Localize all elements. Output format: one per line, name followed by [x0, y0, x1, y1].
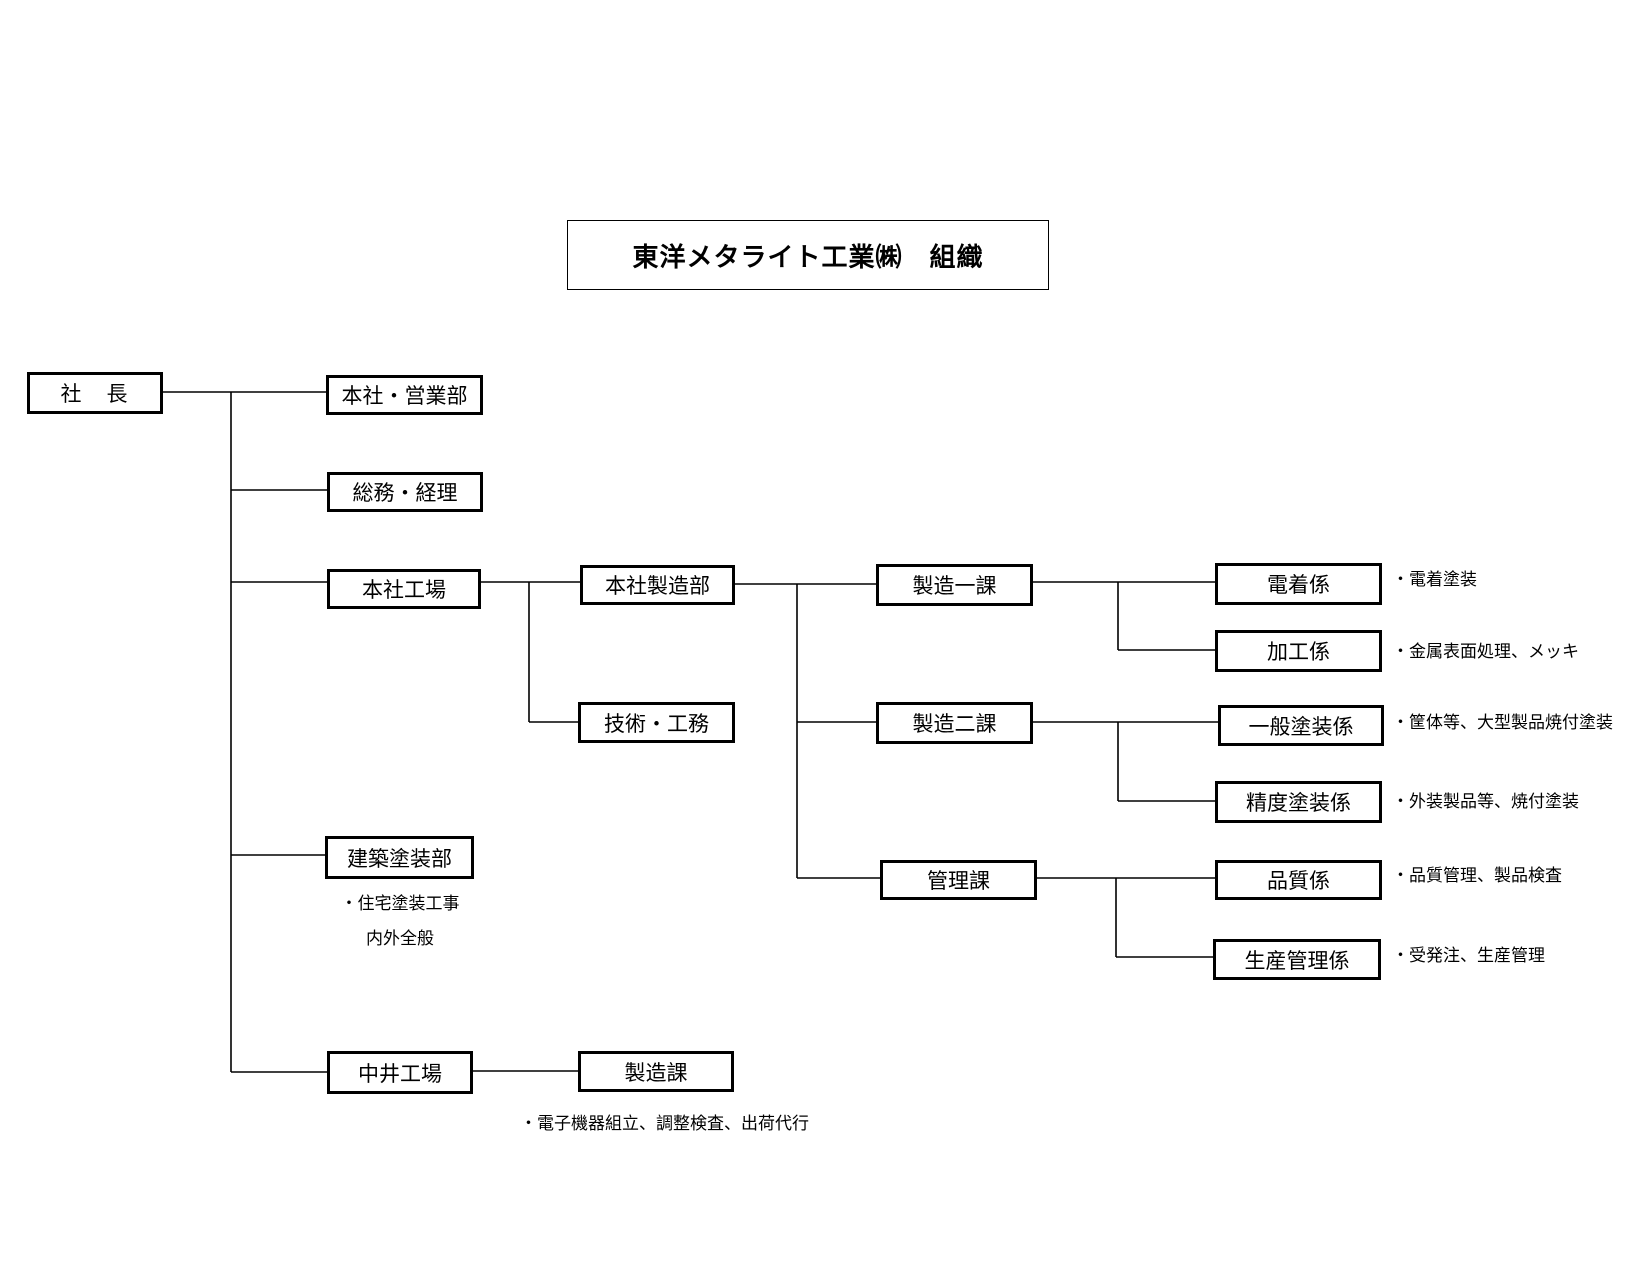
note-kenchiku-line1: ・住宅塗装工事: [340, 894, 460, 914]
node-honsha-eigyobu: 本社・営業部: [326, 375, 483, 415]
node-somu-keiri: 総務・経理: [327, 472, 483, 512]
note-denchaku: ・電着塗装: [1392, 570, 1477, 590]
note-hinshitsu: ・品質管理、製品検査: [1392, 866, 1562, 886]
node-seizoka: 製造課: [578, 1051, 734, 1092]
node-kako-kakari: 加工係: [1215, 630, 1382, 672]
chart-title: 東洋メタライト工業㈱ 組織: [567, 220, 1049, 290]
note-seizoka: ・電子機器組立、調整検査、出荷代行: [520, 1114, 809, 1134]
node-ippan-toso-kakari: 一般塗装係: [1218, 705, 1384, 746]
node-kanrika: 管理課: [880, 860, 1037, 900]
node-seisan-kanri-kakari: 生産管理係: [1213, 939, 1381, 980]
note-ippan-toso: ・筐体等、大型製品焼付塗装: [1392, 713, 1613, 733]
note-kako: ・金属表面処理、メッキ: [1392, 642, 1579, 662]
node-president: 社 長: [27, 372, 163, 414]
node-hinshitsu-kakari: 品質係: [1215, 860, 1382, 900]
node-nakai-kojo: 中井工場: [327, 1051, 473, 1094]
note-kenchiku-line2: 内外全般: [366, 929, 434, 949]
note-seido-toso: ・外装製品等、焼付塗装: [1392, 792, 1579, 812]
node-honsha-seizobu: 本社製造部: [580, 565, 735, 605]
node-gijutsu-komu: 技術・工務: [578, 702, 735, 743]
node-seizo-ikka: 製造一課: [876, 564, 1033, 606]
node-honsha-kojo: 本社工場: [327, 569, 481, 609]
node-seido-toso-kakari: 精度塗装係: [1215, 781, 1382, 823]
node-kenchiku-tosobu: 建築塗装部: [325, 836, 474, 879]
node-denchaku-kakari: 電着係: [1215, 563, 1382, 605]
note-seisan-kanri: ・受発注、生産管理: [1392, 946, 1545, 966]
node-seizo-nika: 製造二課: [876, 702, 1033, 744]
